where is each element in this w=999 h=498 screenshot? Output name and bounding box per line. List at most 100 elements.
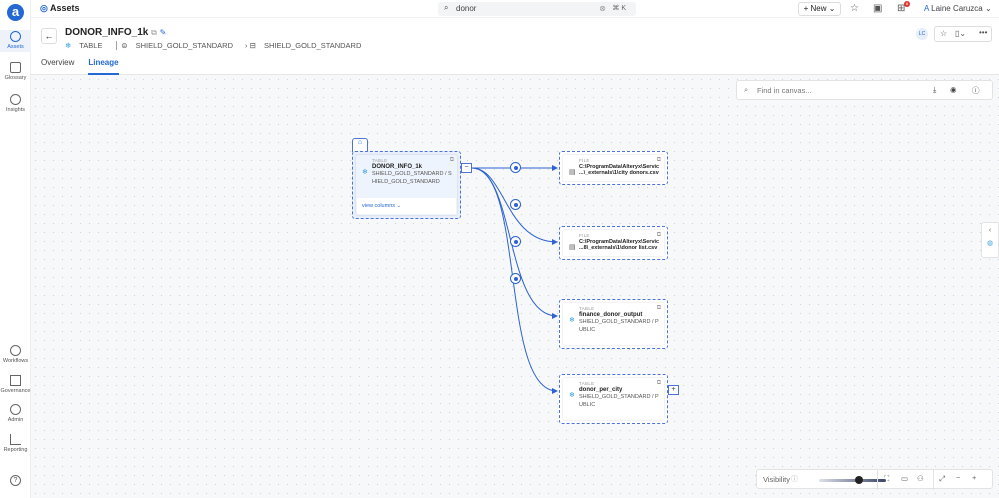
- snowflake-icon: ❄: [569, 392, 575, 399]
- edge-process-button[interactable]: [510, 273, 521, 284]
- tab-lineage[interactable]: Lineage: [88, 58, 119, 75]
- star-icon[interactable]: ☆: [940, 29, 948, 38]
- sidebar-item-glossary[interactable]: Glossary: [0, 62, 31, 81]
- home-tab-icon: ⌂: [352, 138, 368, 152]
- help-button[interactable]: ?: [0, 475, 31, 488]
- open-icon[interactable]: ⧉: [656, 157, 661, 163]
- open-icon[interactable]: ⧉: [449, 157, 454, 163]
- visibility-toolbar: Visibility ⓘ ⛶ ▭ ⚇ ⤢ − +: [756, 469, 993, 490]
- layout-icon[interactable]: ▭: [901, 474, 909, 483]
- node-name: C:\ProgramData\Alteryx\Servic: [579, 164, 660, 170]
- expand-icon[interactable]: ⤢: [939, 474, 945, 483]
- expand-button[interactable]: +: [668, 385, 679, 395]
- sidebar-item-governance[interactable]: Governance: [0, 375, 31, 394]
- gift-icon[interactable]: ⊞: [897, 3, 906, 14]
- nav-label: Reporting: [3, 447, 28, 453]
- edge-process-button[interactable]: [510, 199, 521, 210]
- clear-icon[interactable]: ⊗: [599, 4, 606, 13]
- bank-icon: [10, 375, 21, 386]
- sidebar-item-reporting[interactable]: Reporting: [0, 434, 31, 453]
- nav-label: Glossary: [4, 75, 27, 81]
- back-button[interactable]: ←: [41, 28, 57, 44]
- node-path: UBLIC: [579, 402, 596, 408]
- node-path: ...8\_externals\1\donor list.csv: [579, 245, 658, 251]
- node-name: DONOR_INFO_1k: [372, 164, 423, 170]
- fit-view-icon[interactable]: ⛶: [884, 474, 890, 483]
- user-menu[interactable]: A Laine Caruzca ⌄: [924, 4, 992, 13]
- info-icon[interactable]: ⓘ: [972, 86, 980, 95]
- globe-icon[interactable]: ◍: [986, 240, 994, 247]
- clipboard-icon[interactable]: ▯⌄: [955, 29, 967, 38]
- breadcrumb-schema[interactable]: ⊟ SHIELD_GOLD_STANDARD: [250, 41, 368, 50]
- sidebar-item-workflows[interactable]: Workflows: [0, 345, 31, 364]
- target-node[interactable]: ❄⧉ TABLE finance_donor_output SHIELD_GOL…: [559, 299, 668, 349]
- copy-icon[interactable]: ⧉: [151, 28, 157, 37]
- section-title: ◎ Assets: [40, 3, 80, 14]
- sidebar: a Assets Glossary Insights Workflows Gov…: [0, 0, 31, 498]
- collapse-button[interactable]: −: [461, 163, 472, 173]
- slider-knob[interactable]: [855, 476, 864, 484]
- download-icon[interactable]: ⤓: [933, 85, 937, 94]
- find-placeholder: Find in canvas...: [757, 86, 812, 95]
- asset-actions: ☆ ▯⌄ •••: [934, 26, 992, 42]
- new-button[interactable]: + New ⌄: [798, 2, 841, 16]
- schema-label: SHIELD_GOLD_STANDARD: [264, 41, 362, 50]
- node-card: [563, 230, 664, 256]
- shortcut-hint: ⌘ K: [612, 5, 626, 12]
- schema-icon: ⊟: [249, 41, 256, 50]
- node-name: C:\ProgramData\Alteryx\Servic: [579, 239, 660, 245]
- source-node[interactable]: ❄ ⧉ TABLE DONOR_INFO_1k SHIELD_GOLD_STAN…: [352, 151, 461, 219]
- target-node[interactable]: ❄⧉ TABLE donor_per_city SHIELD_GOLD_STAN…: [559, 374, 668, 424]
- lineage-canvas[interactable]: [31, 75, 999, 498]
- snowflake-icon: ❄: [362, 169, 368, 176]
- sidebar-item-insights[interactable]: Insights: [0, 94, 31, 113]
- find-in-canvas-input[interactable]: ⌕Find in canvas... ⤓ ◉ ⓘ: [736, 80, 993, 100]
- edge-process-button[interactable]: [510, 236, 521, 247]
- global-search-input[interactable]: ⌕donor⊗⌘ K: [438, 2, 636, 16]
- open-icon[interactable]: ⧉: [656, 232, 661, 238]
- star-icon[interactable]: ☆: [850, 3, 859, 14]
- breadcrumb: ❄ TABLE│ ⊜ SHIELD_GOLD_STANDARD› ⊟ SHIEL…: [65, 41, 373, 50]
- node-path: HIELD_GOLD_STANDARD: [372, 179, 440, 185]
- zoom-out-icon[interactable]: −: [956, 473, 961, 482]
- sidebar-item-admin[interactable]: Admin: [0, 404, 31, 423]
- type-label: TABLE: [79, 41, 103, 50]
- help-icon: ?: [10, 475, 21, 486]
- node-path: SHIELD_GOLD_STANDARD / P: [579, 319, 659, 325]
- sidebar-item-assets[interactable]: Assets: [0, 30, 31, 52]
- edge-process-button[interactable]: [510, 162, 521, 173]
- more-icon[interactable]: •••: [979, 28, 988, 37]
- view-columns-button[interactable]: view columns ⌄: [357, 198, 456, 214]
- chevron-left-icon[interactable]: ‹: [988, 227, 992, 234]
- visibility-slider[interactable]: [819, 476, 886, 484]
- breadcrumb-database[interactable]: ⊜ SHIELD_GOLD_STANDARD: [121, 41, 239, 50]
- info-icon: ⓘ: [791, 476, 798, 483]
- nav-label: Workflows: [2, 358, 29, 364]
- snowflake-icon: ❄: [65, 41, 72, 50]
- eye-icon[interactable]: ◉: [950, 85, 957, 94]
- node-kind: TABLE: [372, 158, 388, 163]
- zoom-in-icon[interactable]: +: [972, 473, 977, 482]
- top-bar: ◎ Assets ⌕donor⊗⌘ K + New ⌄ ☆ ▣ ⊞ 8 A La…: [31, 0, 999, 18]
- app-logo[interactable]: a: [7, 4, 24, 21]
- open-icon[interactable]: ⧉: [656, 305, 661, 311]
- nav-label: Assets: [7, 44, 24, 50]
- edit-icon[interactable]: ✎: [159, 28, 167, 37]
- node-path: SHIELD_GOLD_STANDARD / P: [579, 394, 659, 400]
- owner-avatar[interactable]: LC: [916, 28, 928, 40]
- play-icon: [10, 345, 21, 356]
- user-avatar: A: [924, 4, 929, 13]
- hierarchy-icon[interactable]: ⚇: [917, 474, 924, 483]
- node-kind: TABLE: [579, 381, 595, 386]
- target-node[interactable]: ▤⧉ FILE C:\ProgramData\Alteryx\Servic ..…: [559, 151, 668, 185]
- certificate-icon[interactable]: ▣: [873, 3, 883, 14]
- target-node[interactable]: ▤⧉ FILE C:\ProgramData\Alteryx\Servic ..…: [559, 226, 668, 260]
- asset-header: ← DONOR_INFO_1k ⧉ ✎ ❄ TABLE│ ⊜ SHIELD_GO…: [31, 18, 999, 75]
- tabs: Overview Lineage: [41, 58, 133, 75]
- right-panel-toggle[interactable]: ‹◍: [981, 222, 999, 258]
- visibility-label: Visibility: [763, 475, 790, 484]
- section-title-text: Assets: [50, 3, 80, 13]
- open-icon[interactable]: ⧉: [656, 380, 661, 386]
- tab-overview[interactable]: Overview: [41, 58, 75, 67]
